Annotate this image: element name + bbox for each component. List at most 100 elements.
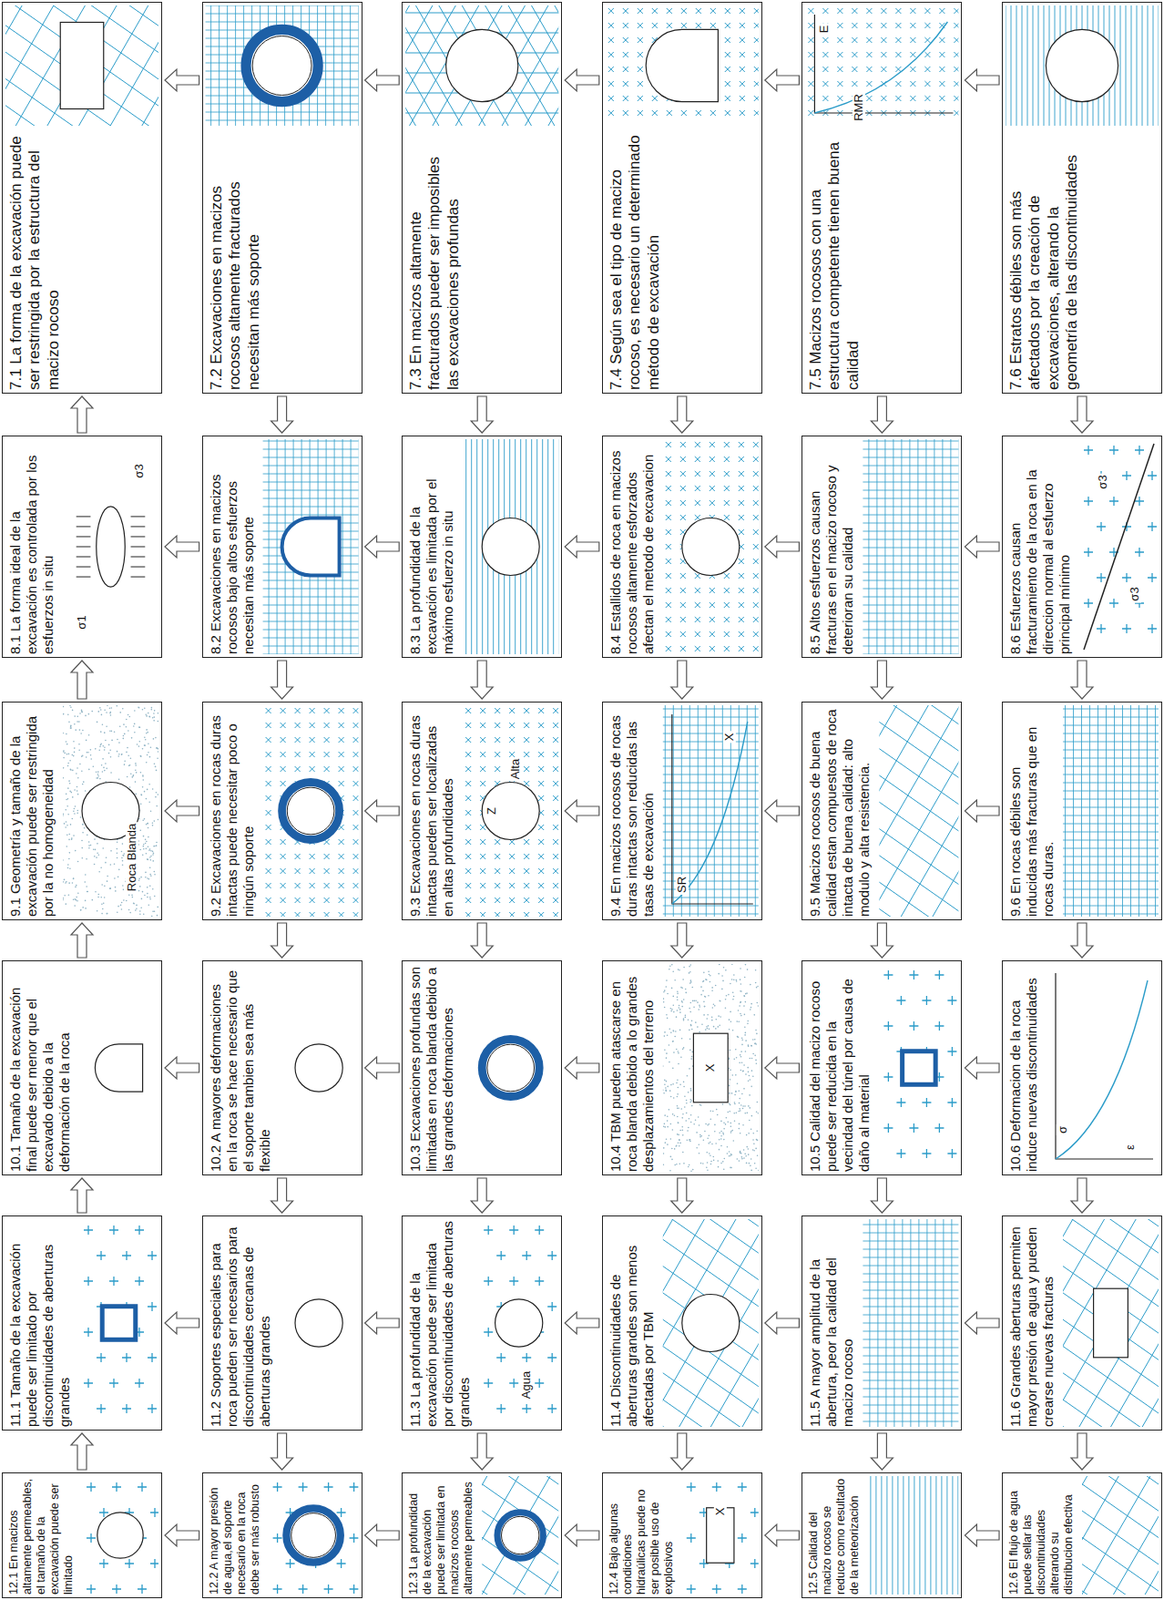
- soil-dot: [747, 1132, 750, 1134]
- cross-mark: [680, 602, 686, 608]
- cross-mark: [494, 751, 501, 757]
- cross-mark: [866, 8, 872, 14]
- soil-dot: [752, 1138, 755, 1141]
- soil-dot: [110, 849, 113, 852]
- soil-dot: [62, 858, 64, 861]
- soil-dot: [133, 723, 136, 725]
- soil-dot: [687, 1018, 690, 1021]
- soil-dot: [135, 771, 138, 774]
- soil-dot: [752, 1148, 755, 1151]
- soil-dot: [140, 755, 143, 757]
- soil-dot: [62, 749, 65, 752]
- soil-dot: [739, 1151, 742, 1154]
- soil-dot: [730, 1122, 733, 1124]
- soil-dot: [144, 876, 147, 879]
- soil-dot: [123, 763, 126, 766]
- cross-mark: [509, 911, 515, 917]
- rock-joint: [5, 5, 159, 126]
- soil-dot: [729, 1166, 732, 1169]
- soil-dot: [153, 819, 155, 822]
- cross-mark: [509, 736, 515, 743]
- plus-mark: [1147, 623, 1157, 634]
- cross-mark: [924, 51, 930, 58]
- soil-dot: [116, 840, 119, 843]
- soil-dot: [744, 976, 746, 979]
- cross-mark: [680, 616, 686, 623]
- soil-dot: [151, 915, 154, 917]
- soil-dot: [745, 1162, 748, 1164]
- cross-mark: [665, 616, 672, 623]
- cross-mark: [709, 616, 715, 623]
- soil-dot: [734, 1101, 736, 1103]
- cross-mark: [295, 882, 301, 889]
- soil-dot: [118, 753, 121, 756]
- soil-dot: [714, 1018, 717, 1021]
- cross-mark: [608, 22, 614, 29]
- soil-dot: [138, 725, 141, 728]
- soil-dot: [130, 756, 133, 759]
- soil-dot: [117, 905, 120, 908]
- soil-dot: [704, 1123, 707, 1125]
- soil-dot: [149, 866, 152, 868]
- soil-dot: [142, 845, 144, 848]
- tunnel-section: [252, 36, 312, 96]
- soil-dot: [757, 1169, 759, 1172]
- cell-illustration: [265, 707, 359, 917]
- soil-dot: [65, 733, 68, 736]
- cell-illustration: [94, 1043, 143, 1092]
- soil-dot: [730, 1020, 733, 1022]
- soil-dot: [677, 1062, 680, 1065]
- cross-mark: [895, 95, 901, 102]
- rock-joint: [5, 7, 159, 126]
- soil-dot: [737, 1021, 740, 1023]
- soil-dot: [132, 902, 135, 905]
- cross-mark: [280, 707, 286, 714]
- soil-dot: [735, 1048, 737, 1051]
- cross-mark: [523, 751, 530, 757]
- cross-mark: [837, 51, 843, 58]
- soil-dot: [731, 1129, 734, 1132]
- soil-dot: [64, 826, 67, 828]
- soil-dot: [734, 1102, 736, 1105]
- soil-dot: [142, 912, 145, 915]
- cross-mark: [552, 751, 559, 757]
- rock-joint: [5, 5, 159, 126]
- soil-dot: [132, 901, 135, 904]
- rock-joint: [325, 5, 327, 126]
- soil-dot: [81, 823, 84, 826]
- rock-joint: [1146, 704, 1148, 917]
- cross-mark: [265, 795, 272, 801]
- soil-dot: [69, 790, 72, 793]
- soil-dot: [672, 1082, 674, 1085]
- soil-dot: [720, 1130, 723, 1133]
- rock-joint: [746, 704, 748, 917]
- soil-dot: [693, 1005, 695, 1008]
- tunnel-section: [295, 1043, 343, 1092]
- cross-mark: [280, 838, 286, 845]
- soil-dot: [153, 737, 155, 740]
- cross-mark: [479, 853, 486, 859]
- cross-mark: [738, 514, 745, 521]
- cross-mark: [552, 824, 559, 830]
- soil-dot: [728, 1110, 731, 1113]
- cross-mark: [753, 485, 759, 491]
- soil-dot: [152, 824, 154, 827]
- plus-mark: [1083, 496, 1093, 506]
- soil-dot: [673, 1096, 675, 1099]
- rock-joint: [1062, 757, 1159, 759]
- cross-mark: [710, 110, 716, 116]
- soil-dot: [750, 1044, 753, 1047]
- cross-mark: [338, 722, 345, 728]
- cross-mark: [680, 572, 686, 579]
- rock-joint: [1062, 815, 1159, 817]
- cross-mark: [338, 882, 345, 889]
- soil-dot: [152, 859, 154, 862]
- soil-dot: [63, 878, 66, 881]
- rock-joint: [1062, 741, 1159, 743]
- soil-dot: [85, 739, 88, 742]
- cross-mark: [552, 809, 559, 816]
- soil-dot: [121, 908, 123, 910]
- cross-mark: [909, 66, 916, 72]
- soil-dot: [113, 730, 116, 733]
- soil-dot: [673, 1051, 675, 1053]
